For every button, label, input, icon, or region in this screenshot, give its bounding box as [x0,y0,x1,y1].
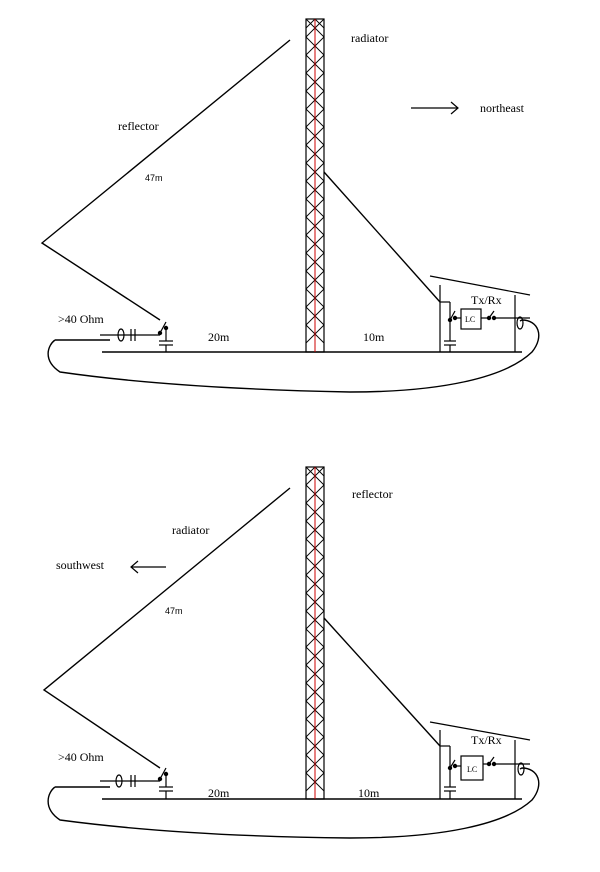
label-tuner: LC [465,315,475,324]
label-impedance: >40 Ohm [58,312,104,326]
label-reflector: reflector [118,119,159,133]
label-direction: southwest [56,558,105,572]
lc-tuner-box [460,755,484,781]
label-txrx: Tx/Rx [471,293,502,307]
tuner-hut [429,275,531,352]
left-feed-network [100,767,173,799]
reflector-wire [40,39,291,321]
label-right-distance: 10m [358,786,380,800]
lattice-mast [305,466,325,800]
label-wire-length: 47m [165,606,183,616]
label-txrx: Tx/Rx [471,733,502,747]
label-left-distance: 20m [208,786,230,800]
label-radiator: radiator [172,523,209,537]
label-wire-length: 47m [145,173,163,183]
ground-outline [47,319,540,393]
right-arrow-icon [411,101,459,115]
feed-wire [323,171,441,303]
radiator-wire [42,487,291,769]
label-right-distance: 10m [363,330,385,344]
left-feed-network [100,321,173,352]
label-reflector: reflector [352,487,393,501]
label-impedance: >40 Ohm [58,750,104,764]
lc-tuner-box [460,308,482,330]
feed-wire [323,617,441,747]
label-tuner: LC [467,765,477,774]
ground-outline [47,767,540,839]
label-radiator: radiator [351,31,388,45]
tuner-hut [429,721,531,799]
label-left-distance: 20m [208,330,230,344]
panel-top: radiator reflector northeast 47m >40 Ohm… [40,18,540,393]
left-arrow-icon [130,560,166,574]
lattice-mast [305,18,325,353]
panel-bottom: reflector radiator southwest 47m >40 Ohm… [42,466,540,839]
label-direction: northeast [480,101,525,115]
